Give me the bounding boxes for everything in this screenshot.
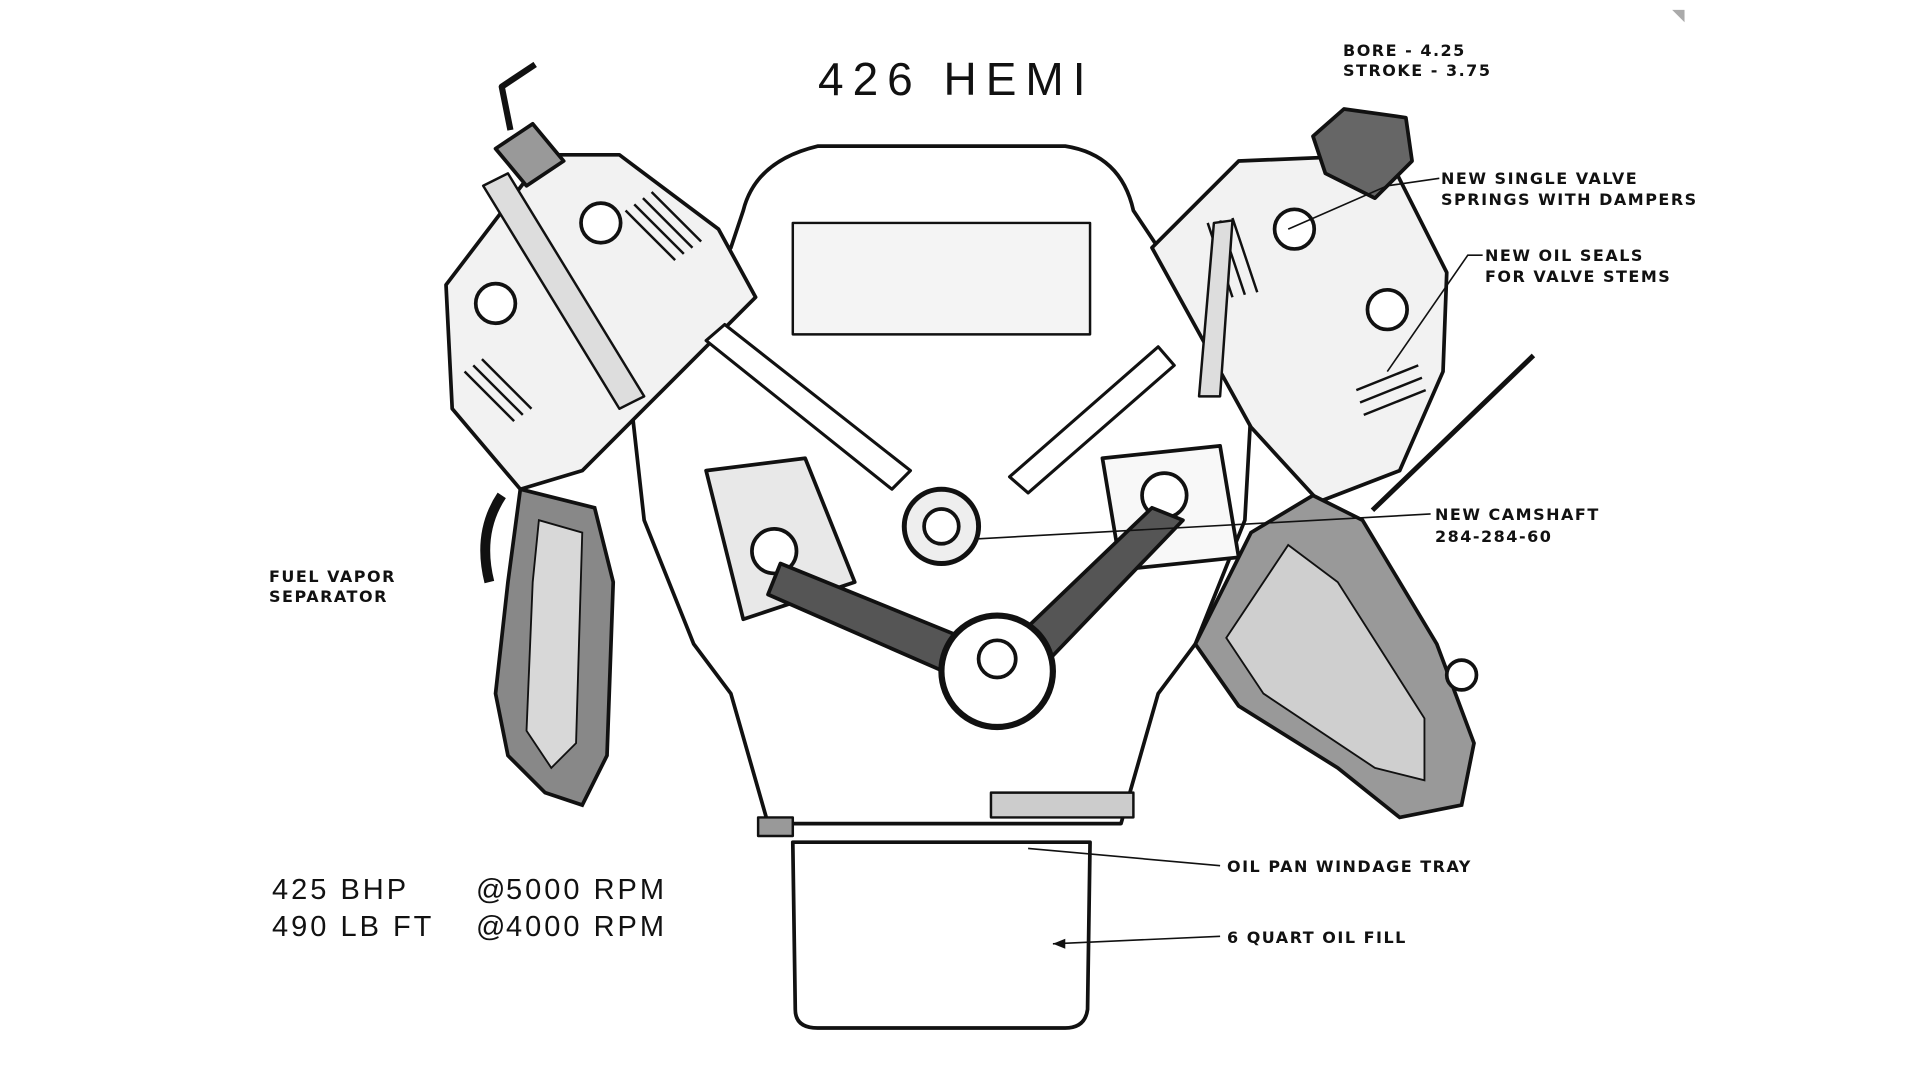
engine-block — [629, 144, 1253, 826]
callout-valve-springs-line1: NEW SINGLE VALVE — [1441, 169, 1639, 188]
page-title: 426 HEMI — [818, 53, 1095, 105]
stroke-spec: STROKE - 3.75 — [1343, 61, 1492, 80]
hp-value: 425 BHP — [272, 874, 410, 906]
horsepower-rating: 425 BHP @5000 RPM — [272, 874, 667, 907]
callout-camshaft-line2: 284-284-60 — [1435, 527, 1553, 546]
torque-value: 490 LB FT — [272, 911, 435, 943]
oil-pan — [790, 840, 1092, 1030]
hp-at: @ — [476, 874, 509, 906]
bore-spec: BORE - 4.25 — [1343, 41, 1466, 60]
callout-camshaft-line1: NEW CAMSHAFT — [1435, 505, 1600, 524]
callout-valve-springs-line2: SPRINGS WITH DAMPERS — [1441, 190, 1698, 209]
right-oil-filler-cap — [1311, 107, 1414, 201]
leader-oil-fill — [1052, 935, 1221, 945]
dipstick — [1370, 353, 1536, 513]
callout-vapor-separator-line1: FUEL VAPOR — [269, 567, 396, 586]
callout-oil-seals-line1: NEW OIL SEALS — [1485, 246, 1644, 265]
leader-windage-tray — [1028, 847, 1221, 867]
callout-windage-tray: OIL PAN WINDAGE TRAY — [1227, 857, 1472, 876]
left-pushrod — [704, 322, 913, 491]
leader-valve-springs — [1287, 177, 1440, 230]
torque-at: @ — [476, 911, 509, 943]
callout-oil-seals-line2: FOR VALVE STEMS — [1485, 267, 1672, 286]
fuel-vapor-separator-hose — [480, 492, 506, 584]
torque-rpm: 4000 RPM — [506, 911, 668, 943]
torque-rating: 490 LB FT @4000 RPM — [272, 911, 667, 944]
left-breather — [493, 121, 566, 188]
leader-oil-seals — [1386, 254, 1483, 373]
callout-oil-fill: 6 QUART OIL FILL — [1227, 928, 1407, 947]
callout-vapor-separator-line2: SEPARATOR — [269, 587, 388, 606]
hp-rpm: 5000 RPM — [506, 874, 668, 906]
leader-camshaft — [978, 513, 1431, 540]
right-pushrod — [1007, 345, 1176, 495]
block-valley — [791, 221, 1092, 336]
